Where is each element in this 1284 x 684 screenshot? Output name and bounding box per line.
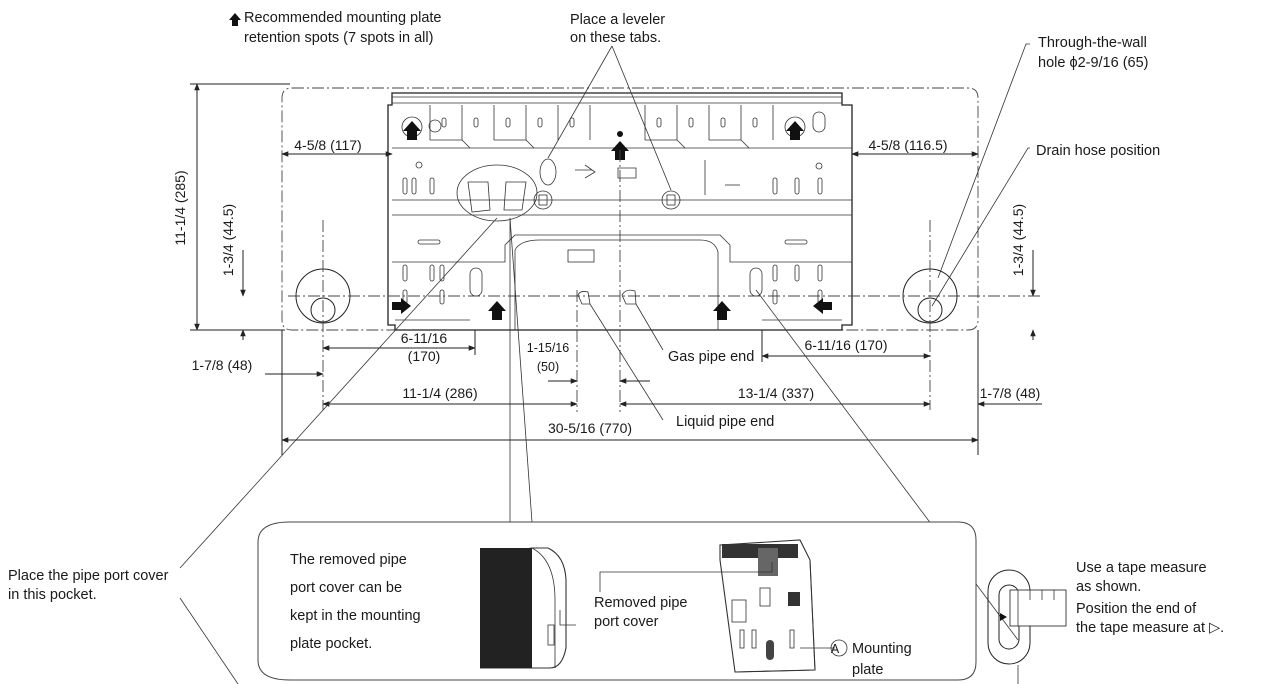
- tape-measure-sketch: [987, 569, 1067, 665]
- dim-right-vert: 1-3/4 (44.5): [1010, 204, 1026, 276]
- dim-right-inner: 6-11/16 (170): [804, 337, 887, 353]
- dimension-lines: [190, 83, 1042, 455]
- tape-label-1: Use a tape measure: [1076, 560, 1207, 576]
- through-wall-label-1: Through-the-wall: [1038, 35, 1147, 51]
- drain-hose-label: Drain hose position: [1036, 143, 1160, 159]
- tape-label-3: Position the end of: [1076, 601, 1197, 617]
- dim-total-width: 30-5/16 (770): [548, 420, 632, 436]
- mounting-plate-label-2: plate: [852, 662, 883, 678]
- dim-right-span: 13-1/4 (337): [738, 385, 814, 401]
- leveler-label-2: on these tabs.: [570, 30, 661, 46]
- through-wall-label-2: hole ϕ2-9/16 (65): [1038, 55, 1149, 71]
- pocket-label-2: in this pocket.: [8, 587, 97, 603]
- dim-right-outer: 1-7/8 (48): [980, 385, 1041, 401]
- dim-left-margin: 4-5/8 (117): [294, 137, 361, 153]
- labels: Recommended mounting plate retention spo…: [8, 10, 1224, 678]
- dim-pipe-gap-a: 1-15/16: [527, 341, 569, 355]
- tape-label-2: as shown.: [1076, 579, 1141, 595]
- dimension-labels: 11-1/4 (285) 1-3/4 (44.5) 1-3/4 (44.5) 4…: [172, 137, 1040, 436]
- pocket-label-1: Place the pipe port cover: [8, 568, 169, 584]
- mounting-plate-label-1: Mounting: [852, 641, 912, 657]
- dim-left-inner-b: (170): [408, 348, 441, 364]
- retention-label-2: retention spots (7 spots in all): [244, 30, 433, 46]
- removed-note-2: port cover can be: [290, 580, 402, 596]
- tape-label-4: the tape measure at ▷.: [1076, 620, 1224, 636]
- removed-cover-label-1: Removed pipe: [594, 595, 688, 611]
- marker-a: A: [831, 642, 840, 656]
- dim-left-vert: 1-3/4 (44.5): [220, 204, 236, 276]
- retention-label-1: Recommended mounting plate: [244, 10, 441, 26]
- removed-note-4: plate pocket.: [290, 636, 372, 652]
- liquid-pipe-label: Liquid pipe end: [676, 414, 774, 430]
- pipe-ends: [577, 289, 664, 421]
- mounting-plate-sketch: [719, 539, 816, 673]
- leveler-tabs: [533, 158, 681, 210]
- leveler-label-1: Place a leveler: [570, 12, 665, 28]
- removed-note-1: The removed pipe: [290, 552, 407, 568]
- gas-pipe-label: Gas pipe end: [668, 349, 754, 365]
- indoor-unit-sketch: [479, 547, 567, 669]
- dim-pipe-gap-b: (50): [537, 360, 559, 374]
- indoor-unit-outline: [281, 87, 979, 331]
- dim-left-inner-a: 6-11/16: [401, 330, 448, 346]
- dim-height-total: 11-1/4 (285): [172, 170, 188, 245]
- retention-arrow-icon: [229, 13, 241, 26]
- removed-cover-label-2: port cover: [594, 614, 659, 630]
- removed-note-3: kept in the mounting: [290, 608, 421, 624]
- dim-left-span: 11-1/4 (286): [402, 385, 477, 401]
- dim-left-outer: 1-7/8 (48): [192, 357, 253, 373]
- dim-right-margin: 4-5/8 (116.5): [868, 137, 947, 153]
